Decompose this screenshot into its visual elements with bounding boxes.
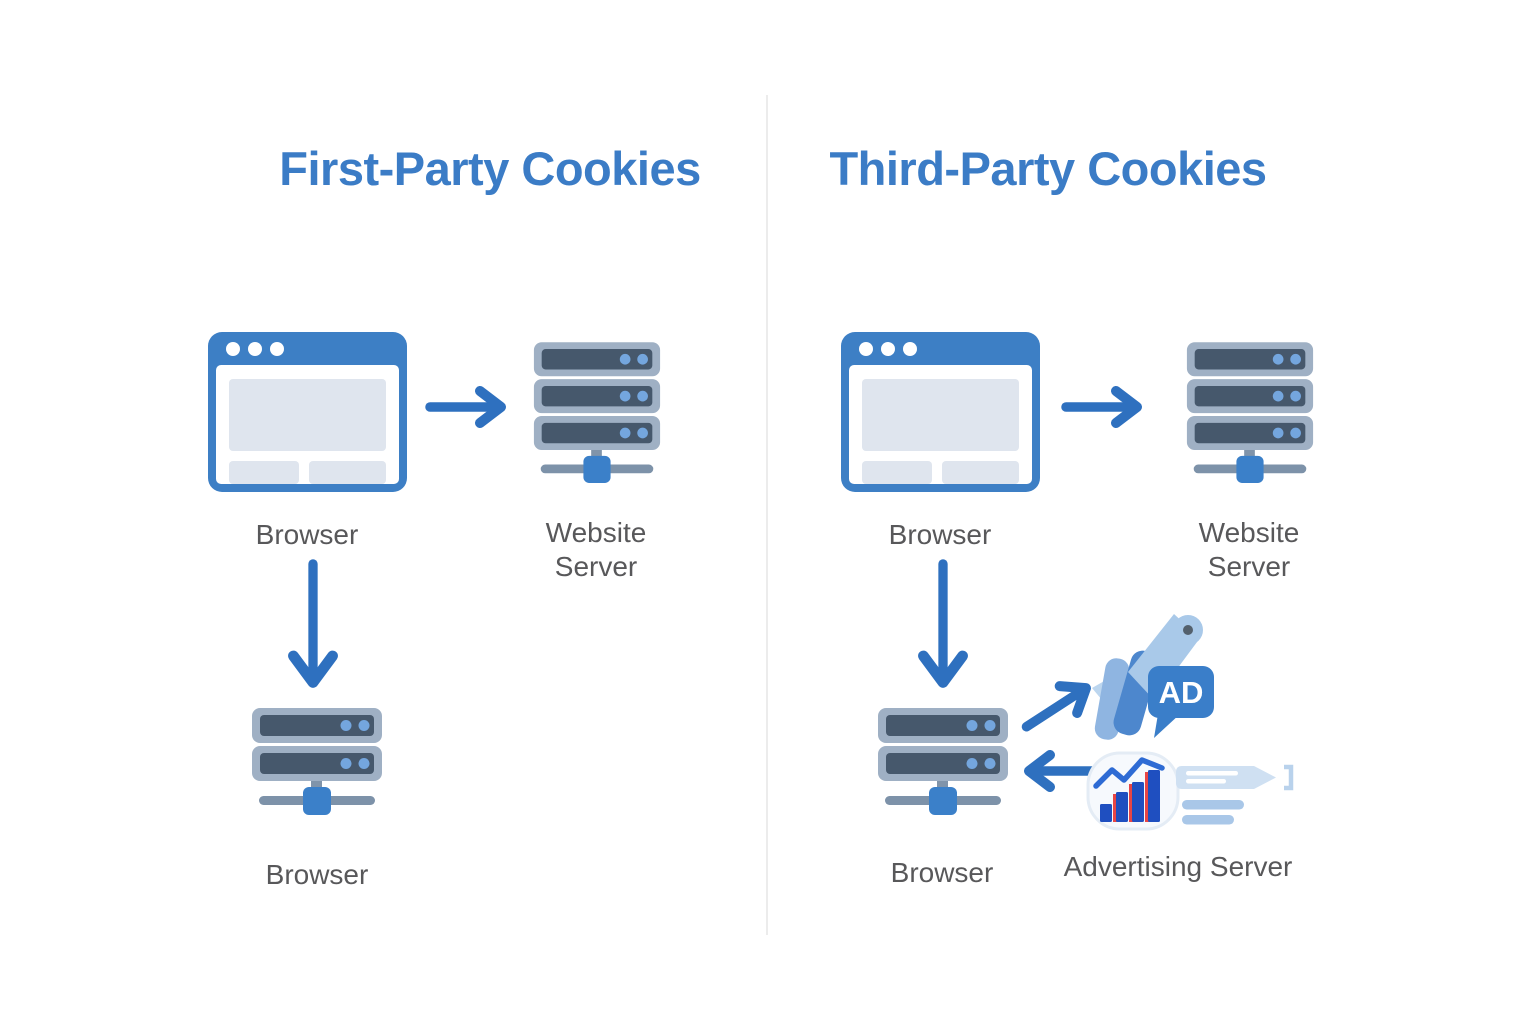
ad-badge-text: AD — [1159, 675, 1204, 710]
browser-window-icon — [205, 329, 410, 495]
website-server-icon — [531, 342, 663, 492]
arrow-right-icon — [424, 384, 516, 430]
browser-label: Browser — [888, 519, 992, 550]
website-server-label: Website Server — [1198, 517, 1300, 582]
first-party-title: First-Party Cookies — [279, 142, 701, 196]
browser-server-icon — [873, 708, 1013, 824]
third-party-title: Third-Party Cookies — [829, 142, 1267, 196]
website-server-icon — [1184, 342, 1316, 492]
bottom-browser-label: Browser — [265, 859, 369, 890]
browser-label: Browser — [255, 519, 359, 550]
arrow-down-icon — [911, 558, 975, 703]
arrow-down-icon — [281, 558, 345, 703]
arrow-right-icon — [1060, 384, 1152, 430]
website-server-label: Website Server — [545, 517, 647, 582]
browser-window-icon — [838, 329, 1043, 495]
ad-megaphone-icon: AD — [1090, 608, 1220, 750]
browser-server-icon — [247, 708, 387, 824]
analytics-chart-icon — [1086, 748, 1182, 832]
ad-content-lines-icon — [1172, 760, 1296, 828]
advertising-server-label: Advertising Server — [1063, 851, 1293, 882]
bottom-browser-label: Browser — [890, 857, 994, 888]
panel-divider — [766, 95, 768, 935]
